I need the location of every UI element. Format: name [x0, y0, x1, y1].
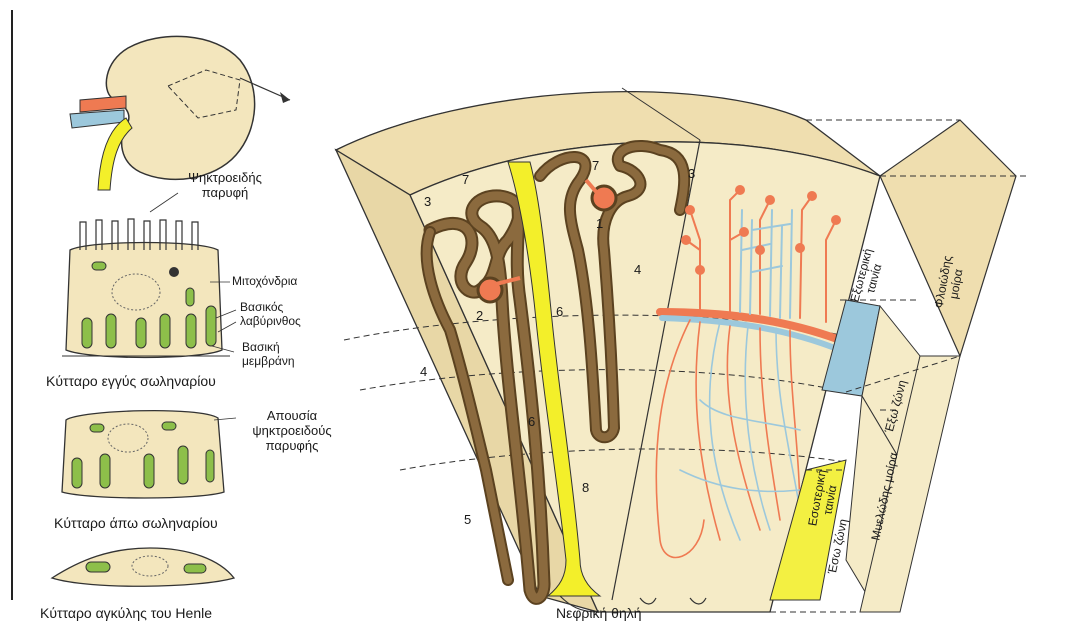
henle-cell-caption: Κύτταρο αγκύλης του Henle [40, 606, 212, 621]
label-7-left: 7 [462, 172, 469, 187]
label-4-left: 4 [420, 364, 427, 379]
distal-cell-caption: Κύτταρο άπω σωληναρίου [54, 516, 218, 531]
label-7-right: 7 [592, 158, 599, 173]
distal-tubule-cell [62, 411, 236, 498]
label-3-left: 3 [424, 194, 431, 209]
mitochondria-label: Μιτοχόνδρια [232, 274, 297, 288]
label-6-right: 6 [556, 304, 563, 319]
proximal-tubule-cell [62, 193, 236, 358]
henle-loop-cell [52, 548, 234, 586]
label-5: 5 [464, 512, 471, 527]
label-3-right: 3 [688, 166, 695, 181]
label-6-left: 6 [528, 414, 535, 429]
papilla-label: Νεφρική θηλή [556, 606, 642, 621]
label-2: 2 [476, 308, 483, 323]
label-8: 8 [582, 480, 589, 495]
proximal-cell-caption: Κύτταρο εγγύς σωληναρίου [46, 374, 216, 389]
label-4-right: 4 [634, 262, 641, 277]
kidney-icon [70, 36, 290, 190]
label-1: 1 [596, 216, 603, 231]
